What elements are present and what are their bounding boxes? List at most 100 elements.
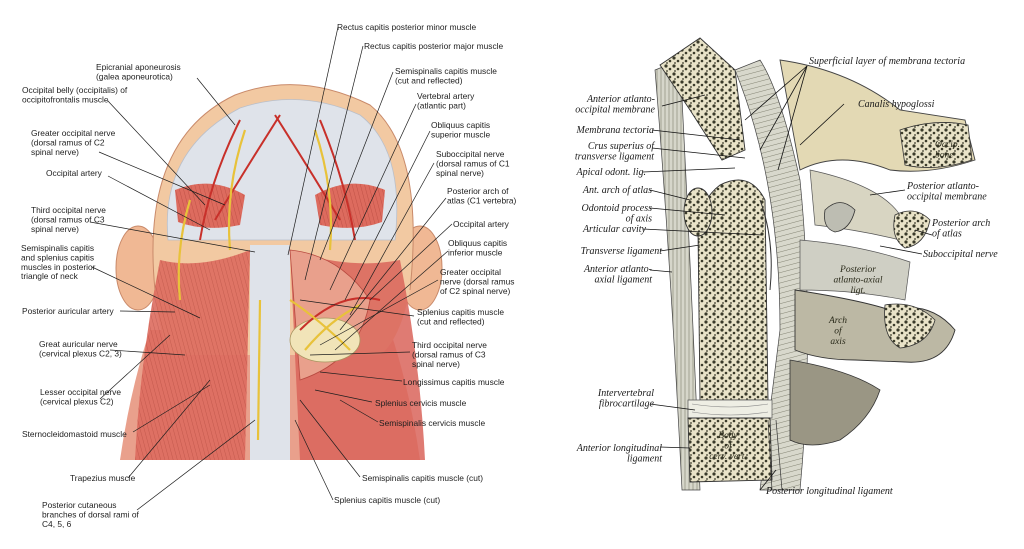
label-line: nerve (dorsal ramus xyxy=(440,276,514,286)
label-line: Greater occipital xyxy=(440,267,501,277)
label-line: Transverse ligament xyxy=(581,246,663,257)
label-line: occipital membrane xyxy=(575,105,655,116)
right-figure-leaders xyxy=(642,65,933,491)
right-figure-labels: Superficial layer of membrana tectoriaCa… xyxy=(575,56,998,497)
label-line: (dorsal ramus of C3 xyxy=(412,349,486,359)
label-line: Anterior longitudinal xyxy=(576,443,663,454)
label-line: (cervical plexus C2, 3) xyxy=(39,348,122,358)
label-line: Suboccipital nerve xyxy=(923,249,998,260)
label-line: Anterior atlanto- xyxy=(586,94,655,105)
label-r14: Splenius cervicis muscle xyxy=(375,398,467,408)
label-line: Trapezius muscle xyxy=(70,473,136,483)
label-line: ligt. xyxy=(850,286,865,296)
left-figure-leaders xyxy=(89,26,453,511)
label-s5: Membrana tectoria xyxy=(576,125,655,136)
label-line: Rectus capitis posterior major muscle xyxy=(364,41,504,51)
label-s2: Canalis hypoglossi xyxy=(858,99,935,110)
label-r13: Longissimus capitis muscle xyxy=(403,377,505,387)
label-line: cerv. vert. xyxy=(709,452,747,462)
label-line: Splenius cervicis muscle xyxy=(375,398,467,408)
label-line: Posterior cutaneous xyxy=(42,500,117,510)
label-line: Ant. arch of atlas xyxy=(582,185,652,196)
label-line: Posterior auricular artery xyxy=(22,306,115,316)
label-s13: Posterior atlanto-occipital membrane xyxy=(906,181,987,203)
label-line: Splenius capitis muscle xyxy=(417,307,504,317)
label-line: Intervertebral xyxy=(597,388,654,399)
label-line: (dorsal ramus of C3 xyxy=(31,214,105,224)
label-line: Posterior atlanto- xyxy=(906,181,979,192)
label-line: inferior muscle xyxy=(448,247,503,257)
label-s8: Ant. arch of atlas xyxy=(582,185,652,196)
label-line: Arch xyxy=(828,316,847,326)
label-line: spinal nerve) xyxy=(31,147,79,157)
label-line: Vertebral artery xyxy=(417,91,475,101)
label-line: C4, 5, 6 xyxy=(42,519,72,529)
label-l9: Lesser occipital nerve(cervical plexus C… xyxy=(40,387,121,406)
label-line: (cut and reflected) xyxy=(395,75,463,85)
label-line: ligament xyxy=(627,454,662,465)
label-r11: Splenius capitis muscle(cut and reflecte… xyxy=(417,307,504,326)
label-line: (cut and reflected) xyxy=(417,316,485,326)
label-r1: Rectus capitis posterior minor muscle xyxy=(337,22,477,32)
label-line: Greater occipital nerve xyxy=(31,128,116,138)
label-line: Suboccipital nerve xyxy=(436,149,505,159)
label-b2: Splenius capitis muscle (cut) xyxy=(334,495,440,505)
label-line: triangle of neck xyxy=(21,271,79,281)
label-line: bone xyxy=(935,151,953,161)
label-line: Membrana tectoria xyxy=(576,125,655,136)
label-line: Obliquus capitis xyxy=(431,120,490,130)
posterior-head-illustration xyxy=(115,84,443,460)
label-line: (galea aponeurotica) xyxy=(96,71,173,81)
label-line: Rectus capitis posterior minor muscle xyxy=(337,22,477,32)
label-line: of xyxy=(724,441,733,452)
label-line: Odontoid process xyxy=(582,203,653,214)
label-line: atlanto-axial xyxy=(833,276,882,286)
label-line: Semispinalis capitis muscle (cut) xyxy=(362,473,483,483)
label-l4: Occipital artery xyxy=(46,168,103,178)
label-line: Epicranial aponeurosis xyxy=(96,62,181,72)
label-r15: Semispinalis cervicis muscle xyxy=(379,418,485,428)
label-line: Apical odont. lig. xyxy=(576,167,646,178)
label-s15: Suboccipital nerve xyxy=(923,249,998,260)
label-line: Posterior arch of xyxy=(447,186,509,196)
left-figure-labels: Epicranial aponeurosis(galea aponeurotic… xyxy=(21,22,517,529)
label-line: (atlantic part) xyxy=(417,100,466,110)
label-l10: Sternocleidomastoid muscle xyxy=(22,429,127,439)
label-line: spinal nerve) xyxy=(31,224,79,234)
label-s7: Apical odont. lig. xyxy=(576,167,646,178)
label-line: occipitofrontalis muscle xyxy=(22,94,109,104)
label-line: transverse ligament xyxy=(575,152,654,163)
label-line: Third occipital nerve xyxy=(31,205,106,215)
label-line: Longissimus capitis muscle xyxy=(403,377,505,387)
label-line: Semispinalis cervicis muscle xyxy=(379,418,485,428)
label-line: Body xyxy=(718,431,738,441)
label-s1: Superficial layer of membrana tectoria xyxy=(809,56,965,67)
label-line: axis xyxy=(830,337,846,347)
label-line: Posterior xyxy=(839,265,876,275)
label-line: Occipital artery xyxy=(46,168,103,178)
label-s3: Occip.bone xyxy=(935,140,960,161)
label-line: Splenius capitis muscle (cut) xyxy=(334,495,440,505)
label-line: Semispinalis capitis xyxy=(21,243,94,253)
label-line: Anterior atlanto- xyxy=(583,264,652,275)
label-l5: Third occipital nerve(dorsal ramus of C3… xyxy=(31,205,106,234)
label-line: Posterior longitudinal ligament xyxy=(765,486,893,497)
label-line: Occipital belly (occipitalis) of xyxy=(22,85,128,95)
label-line: Obliquus capitis xyxy=(448,238,507,248)
label-line: and splenius capitis xyxy=(21,252,94,262)
label-line: occipital membrane xyxy=(907,192,987,203)
label-line: branches of dorsal rami of xyxy=(42,509,139,519)
label-r12: Third occipital nerve(dorsal ramus of C3… xyxy=(412,340,487,369)
